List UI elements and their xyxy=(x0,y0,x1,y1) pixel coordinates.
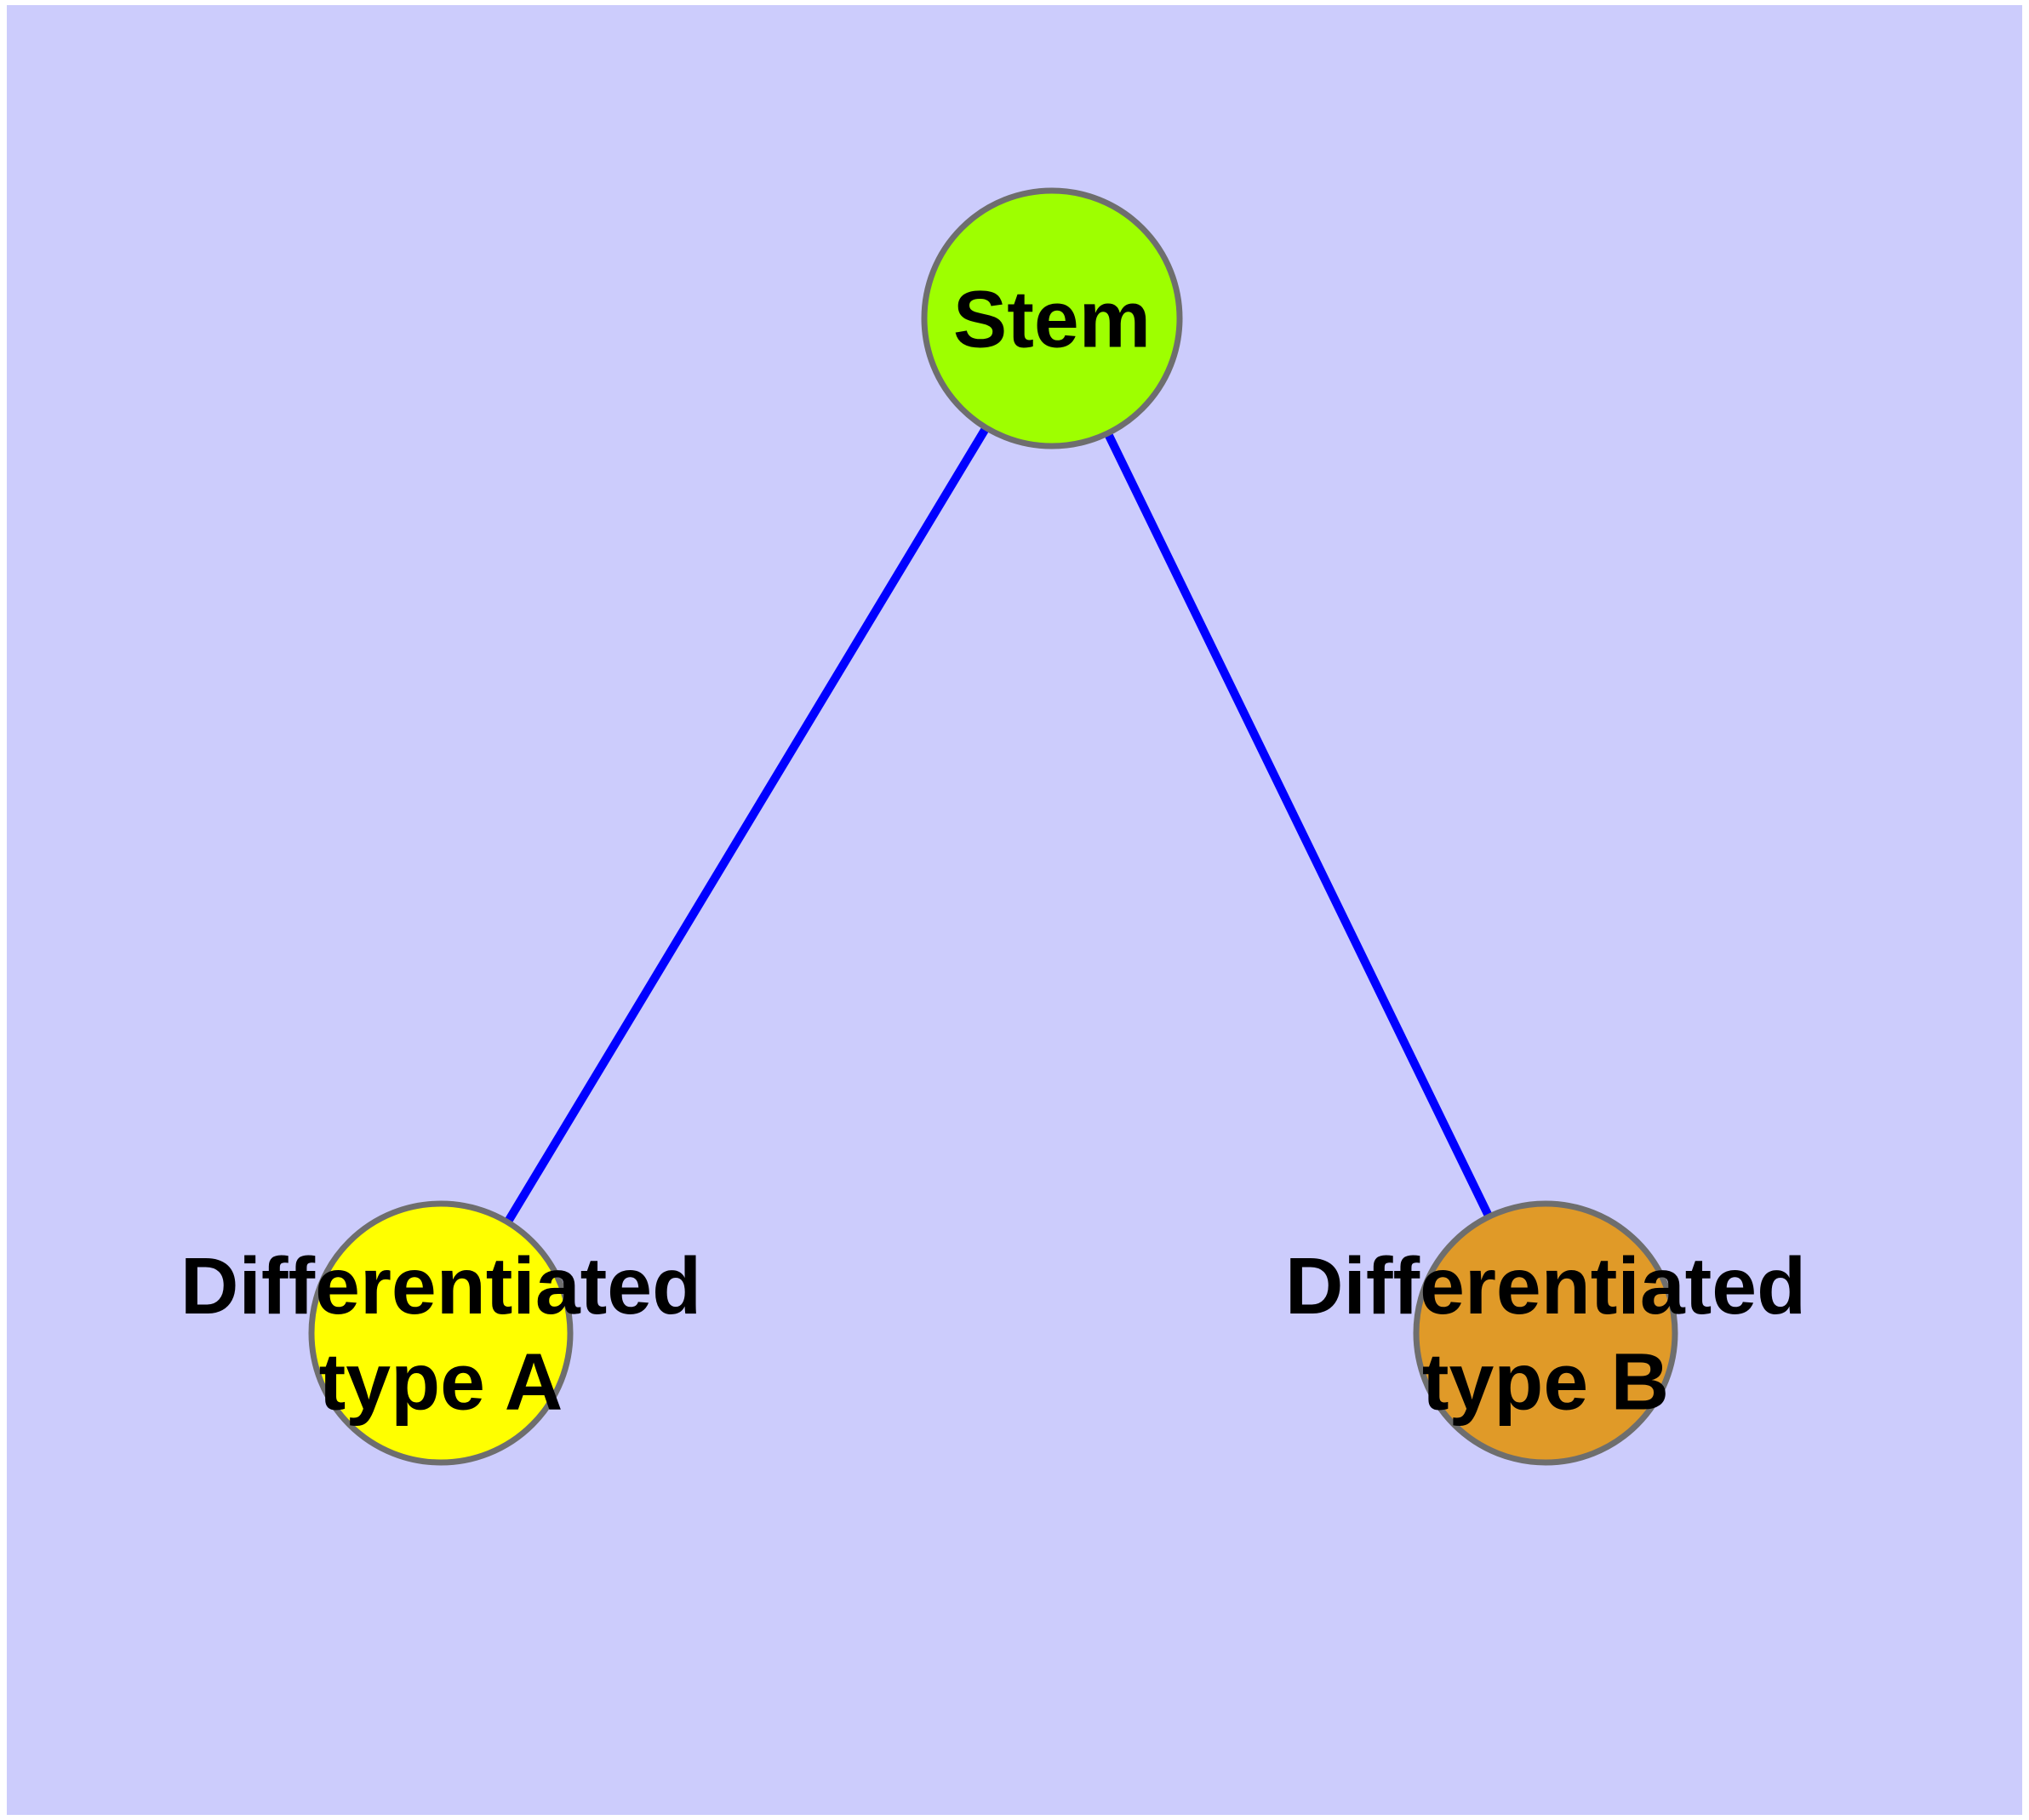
node-circle-diff_b[interactable] xyxy=(1413,1200,1678,1466)
node-label-line: type A xyxy=(319,1336,563,1427)
edges-layer xyxy=(504,426,1493,1224)
node-circle-stem[interactable] xyxy=(921,187,1183,449)
node-label-line: Stem xyxy=(953,274,1151,364)
node-label-line: Differentiated xyxy=(180,1241,701,1331)
edge-stem-diff-b[interactable] xyxy=(1104,432,1493,1218)
node-label-line: type B xyxy=(1422,1336,1669,1427)
edge-stem-diff-a[interactable] xyxy=(504,426,990,1224)
graph-node-stem[interactable]: Stem xyxy=(921,187,1183,449)
node-label-stem: Stem xyxy=(953,274,1151,364)
node-circle-diff_a[interactable] xyxy=(308,1200,574,1466)
node-label-line: Differentiated xyxy=(1285,1241,1806,1331)
